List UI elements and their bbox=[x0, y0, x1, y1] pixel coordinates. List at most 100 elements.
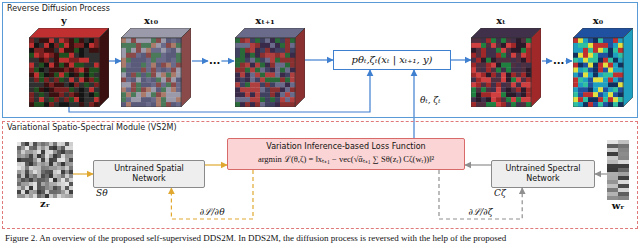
pixel-cell bbox=[126, 97, 131, 102]
pixel-cell bbox=[245, 92, 250, 97]
pixel-cell bbox=[166, 87, 171, 92]
noise-cell bbox=[45, 186, 49, 190]
pixel-cell bbox=[39, 43, 44, 48]
pixel-cell bbox=[84, 48, 89, 53]
pixel-cell bbox=[69, 92, 74, 97]
pixel-cell bbox=[126, 58, 131, 63]
noise-cell bbox=[33, 142, 37, 146]
noise-cell bbox=[57, 146, 61, 150]
pixel-cell bbox=[54, 82, 59, 87]
pixel-cell bbox=[275, 97, 280, 102]
pixel-cell bbox=[481, 92, 486, 97]
pixel-cell bbox=[270, 77, 275, 82]
pixel-cell bbox=[491, 68, 496, 73]
vector-label: x₀ bbox=[573, 15, 633, 27]
pixel-cell bbox=[516, 97, 521, 102]
pixel-cell bbox=[240, 73, 245, 78]
pixel-cell bbox=[285, 97, 290, 102]
noise-cell bbox=[61, 162, 65, 166]
pixel-cell bbox=[516, 63, 521, 68]
pixel-cell bbox=[151, 92, 156, 97]
image-cube: xₜ bbox=[471, 15, 541, 107]
pixel-cell bbox=[583, 53, 588, 58]
noise-cell bbox=[37, 170, 41, 174]
pixel-cell bbox=[290, 43, 295, 48]
noise-cell bbox=[57, 150, 61, 154]
pixel-cell bbox=[496, 82, 501, 87]
pixel-cell bbox=[255, 63, 260, 68]
distribution-box: pθₜ,ζₜ(xₜ | xₜ₊₁, y) bbox=[333, 50, 451, 70]
pixel-cell bbox=[49, 87, 54, 92]
pixel-cell bbox=[501, 87, 506, 92]
pixel-cell bbox=[161, 82, 166, 87]
pixel-cell bbox=[290, 48, 295, 53]
noise-cell bbox=[17, 194, 21, 198]
pixel-cell bbox=[506, 43, 511, 48]
pixel-cell bbox=[618, 87, 623, 92]
pixel-cell bbox=[285, 73, 290, 78]
noise-cell bbox=[607, 156, 618, 160]
pixel-cell bbox=[126, 77, 131, 82]
pixel-cell bbox=[618, 68, 623, 73]
pixel-cell bbox=[131, 92, 136, 97]
pixel-cell bbox=[491, 87, 496, 92]
pixel-cell bbox=[34, 82, 39, 87]
noise-cell bbox=[57, 194, 61, 198]
pixel-cell bbox=[156, 48, 161, 53]
pixel-cell bbox=[39, 87, 44, 92]
noise-cell bbox=[69, 158, 73, 162]
pixel-cell bbox=[126, 53, 131, 58]
noise-cell bbox=[618, 168, 629, 172]
noise-image bbox=[607, 140, 629, 200]
pixel-cell bbox=[476, 97, 481, 102]
pixel-cell bbox=[64, 58, 69, 63]
pixel-cell bbox=[89, 58, 94, 63]
pixel-cell bbox=[121, 68, 126, 73]
pixel-cell bbox=[136, 63, 141, 68]
pixel-cell bbox=[275, 38, 280, 43]
pixel-cell bbox=[265, 43, 270, 48]
noise-cell bbox=[607, 188, 618, 192]
noise-cell bbox=[17, 190, 21, 194]
pixel-cell bbox=[69, 82, 74, 87]
noise-cell bbox=[45, 174, 49, 178]
noise-cell bbox=[37, 166, 41, 170]
pixel-cell bbox=[491, 63, 496, 68]
pixel-cell bbox=[260, 77, 265, 82]
noise-cell bbox=[49, 178, 53, 182]
pixel-cell bbox=[69, 38, 74, 43]
pixel-cell bbox=[151, 82, 156, 87]
pixel-cell bbox=[59, 48, 64, 53]
pixel-cell bbox=[521, 82, 526, 87]
pixel-cell bbox=[506, 82, 511, 87]
pixel-cell bbox=[121, 87, 126, 92]
pixel-cell bbox=[126, 92, 131, 97]
pixel-cell bbox=[245, 53, 250, 58]
pixel-cell bbox=[34, 53, 39, 58]
pixel-cell bbox=[511, 97, 516, 102]
pixel-cell bbox=[89, 102, 94, 107]
pixel-cell bbox=[265, 53, 270, 58]
pixel-cell bbox=[44, 43, 49, 48]
pixel-cell bbox=[29, 43, 34, 48]
pixel-cell bbox=[171, 87, 176, 92]
pixel-cell bbox=[285, 43, 290, 48]
noise-cell bbox=[17, 154, 21, 158]
pixel-cell bbox=[511, 63, 516, 68]
pixel-cell bbox=[136, 73, 141, 78]
noise-cell bbox=[49, 150, 53, 154]
noise-cell bbox=[61, 182, 65, 186]
pixel-cell bbox=[603, 97, 608, 102]
pixel-cell bbox=[526, 92, 531, 97]
noise-cell bbox=[61, 174, 65, 178]
pixel-cell bbox=[481, 48, 486, 53]
pixel-cell bbox=[588, 97, 593, 102]
pixel-cell bbox=[136, 48, 141, 53]
noise-cell bbox=[618, 188, 629, 192]
pixel-cell bbox=[598, 92, 603, 97]
pixel-cell bbox=[34, 73, 39, 78]
pixel-cell bbox=[280, 87, 285, 92]
pixel-cell bbox=[501, 82, 506, 87]
pixel-cell bbox=[521, 38, 526, 43]
pixel-cell bbox=[255, 68, 260, 73]
